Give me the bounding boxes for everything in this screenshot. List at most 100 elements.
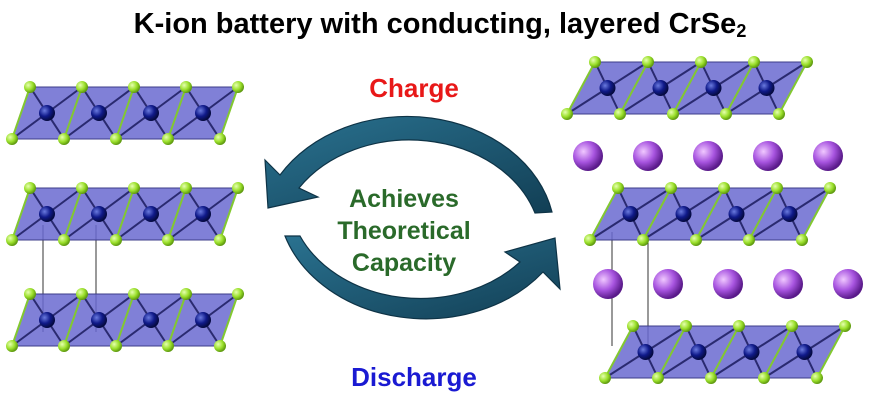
se-atom bbox=[680, 320, 692, 332]
cr-atom bbox=[143, 206, 159, 222]
se-atom bbox=[612, 182, 624, 194]
se-edge bbox=[642, 187, 672, 241]
se-atom bbox=[584, 234, 596, 246]
cr-atom bbox=[758, 80, 775, 96]
cr-se-bond bbox=[672, 87, 715, 115]
cr-atom bbox=[622, 206, 639, 222]
k-ion bbox=[573, 141, 603, 171]
se-atom bbox=[561, 108, 573, 120]
se-atom bbox=[232, 182, 244, 194]
se-edge bbox=[710, 325, 740, 379]
se-edge bbox=[566, 61, 596, 115]
se-edge bbox=[219, 86, 239, 140]
cr-atom bbox=[39, 206, 55, 222]
crse2-layer bbox=[561, 56, 813, 120]
cr-se-bond bbox=[725, 87, 768, 115]
cr-atom bbox=[91, 312, 107, 328]
cr-se-bond bbox=[697, 325, 740, 353]
crse2-layer bbox=[584, 182, 836, 246]
se-edge bbox=[167, 187, 187, 241]
se-atom bbox=[599, 372, 611, 384]
cr-atom bbox=[690, 344, 707, 360]
se-edge bbox=[604, 325, 634, 379]
lower-arc-arrow bbox=[284, 235, 561, 320]
se-edge bbox=[589, 187, 619, 241]
center-line-3: Capacity bbox=[352, 249, 456, 277]
charge-label: Charge bbox=[369, 73, 459, 103]
se-edge bbox=[167, 86, 187, 140]
cr-se-bond bbox=[803, 325, 846, 353]
se-edge bbox=[801, 187, 831, 241]
k-ion bbox=[773, 269, 803, 299]
cr-atom bbox=[39, 105, 55, 121]
cr-se-bond bbox=[735, 187, 778, 215]
se-edge bbox=[748, 187, 778, 241]
cr-se-bond bbox=[589, 213, 632, 241]
cr-atom bbox=[91, 206, 107, 222]
se-atom bbox=[128, 81, 140, 93]
se-atom bbox=[6, 133, 18, 145]
k-ion bbox=[633, 141, 663, 171]
right-kcrse2-structure bbox=[561, 56, 863, 384]
cr-se-bond bbox=[695, 213, 738, 241]
se-atom bbox=[214, 133, 226, 145]
se-atom bbox=[180, 288, 192, 300]
se-atom bbox=[695, 56, 707, 68]
cr-atom bbox=[728, 206, 745, 222]
se-atom bbox=[76, 81, 88, 93]
crse2-layer bbox=[6, 81, 244, 145]
se-edge bbox=[11, 86, 31, 140]
cr-atom bbox=[143, 105, 159, 121]
k-ion bbox=[753, 141, 783, 171]
se-atom bbox=[637, 234, 649, 246]
cr-atom bbox=[195, 206, 211, 222]
left-crse2-structure bbox=[6, 81, 244, 352]
se-atom bbox=[811, 372, 823, 384]
k-ion bbox=[833, 269, 863, 299]
se-atom bbox=[652, 372, 664, 384]
se-atom bbox=[76, 182, 88, 194]
se-atom bbox=[690, 234, 702, 246]
cr-se-bond bbox=[788, 187, 831, 215]
se-atom bbox=[786, 320, 798, 332]
cr-atom bbox=[743, 344, 760, 360]
cr-atom bbox=[195, 312, 211, 328]
k-ion bbox=[593, 269, 623, 299]
cr-se-bond bbox=[604, 351, 647, 379]
se-atom bbox=[667, 108, 679, 120]
se-atom bbox=[214, 234, 226, 246]
crse2-layer bbox=[6, 288, 244, 352]
cr-atom bbox=[599, 80, 616, 96]
se-edge bbox=[219, 293, 239, 347]
cr-se-bond bbox=[763, 351, 806, 379]
se-edge bbox=[115, 187, 135, 241]
k-ion bbox=[813, 141, 843, 171]
se-atom bbox=[771, 182, 783, 194]
se-atom bbox=[665, 182, 677, 194]
se-atom bbox=[720, 108, 732, 120]
cr-atom bbox=[652, 80, 669, 96]
se-edge bbox=[725, 61, 755, 115]
cr-atom bbox=[705, 80, 722, 96]
cr-se-bond bbox=[606, 61, 649, 89]
se-edge bbox=[816, 325, 846, 379]
se-atom bbox=[642, 56, 654, 68]
se-edge bbox=[167, 293, 187, 347]
cr-atom bbox=[796, 344, 813, 360]
se-atom bbox=[705, 372, 717, 384]
cr-se-bond bbox=[712, 61, 755, 89]
se-atom bbox=[24, 81, 36, 93]
discharge-label: Discharge bbox=[351, 362, 477, 392]
se-atom bbox=[614, 108, 626, 120]
title-text: K-ion battery with conducting, layered C… bbox=[133, 8, 737, 40]
cr-se-bond bbox=[659, 61, 702, 89]
cr-se-bond bbox=[644, 325, 687, 353]
se-atom bbox=[128, 288, 140, 300]
cr-atom bbox=[781, 206, 798, 222]
se-atom bbox=[627, 320, 639, 332]
se-edge bbox=[778, 61, 808, 115]
cr-se-bond bbox=[710, 351, 753, 379]
se-atom bbox=[24, 288, 36, 300]
se-atom bbox=[180, 81, 192, 93]
